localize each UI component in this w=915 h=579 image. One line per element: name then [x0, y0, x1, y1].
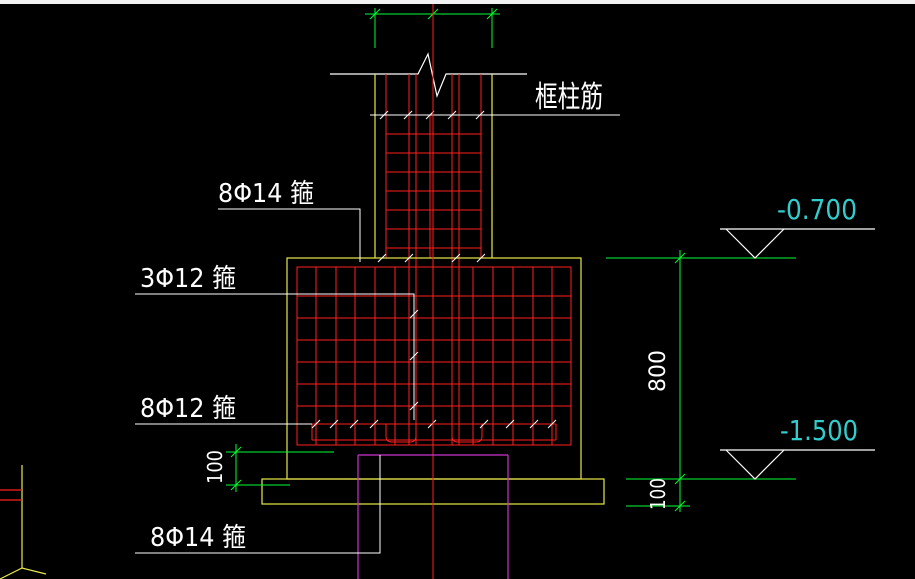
zigzag-break-icon: [330, 52, 527, 99]
adjacent-detail-fragment: [0, 465, 47, 579]
elevation-top-text: -0.700: [777, 193, 857, 226]
cushion-dimension-text: 100: [646, 478, 670, 510]
cover-dimension: [226, 444, 334, 492]
column-rebar-leader: [370, 110, 620, 120]
cover-dimension-text: 100: [203, 450, 227, 484]
elevation-triangle-icon: [720, 449, 875, 480]
cap-bottom-bars-label: 8Φ12 箍: [140, 394, 236, 424]
cap-height-dimension: [606, 250, 796, 512]
rebar-tick-marks: [311, 253, 557, 429]
cap-top-bars-label: 3Φ12 箍: [140, 264, 236, 294]
pile-stirrup-label: 8Φ14 箍: [150, 523, 246, 553]
elevation-bottom-text: -1.500: [780, 414, 858, 447]
cap-height-text: 800: [646, 350, 671, 392]
label-leaders: [135, 208, 415, 554]
column-stirrup-label: 8Φ14 箍: [218, 179, 314, 209]
pile-outline: [357, 454, 509, 579]
pile-cap-rebar-cage: [296, 266, 572, 446]
column-outline: [374, 74, 493, 258]
column-rebar-label: 框柱筋: [535, 80, 603, 115]
elevation-triangle-icon: [720, 228, 875, 259]
